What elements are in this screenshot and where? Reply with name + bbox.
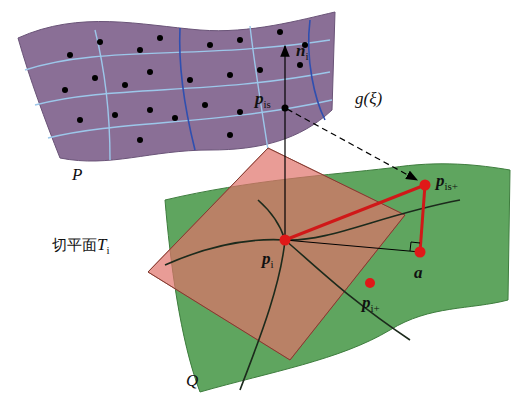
map-name: g(ξ)	[355, 90, 382, 107]
point-cloud	[62, 29, 308, 143]
point-name: pis+	[436, 172, 458, 192]
surface-name: P	[72, 166, 82, 183]
surface-grid	[25, 26, 332, 160]
tangent-plane	[148, 148, 405, 360]
point-name: pi	[262, 250, 274, 270]
point-name: pis	[255, 90, 271, 110]
point-name: pi+	[362, 294, 380, 314]
plane-name: 切平面Ti	[52, 236, 110, 256]
point-name: a	[414, 264, 423, 281]
surface-name: Q	[186, 372, 198, 389]
normal-name: ni	[296, 42, 309, 62]
surface-p	[18, 12, 335, 161]
